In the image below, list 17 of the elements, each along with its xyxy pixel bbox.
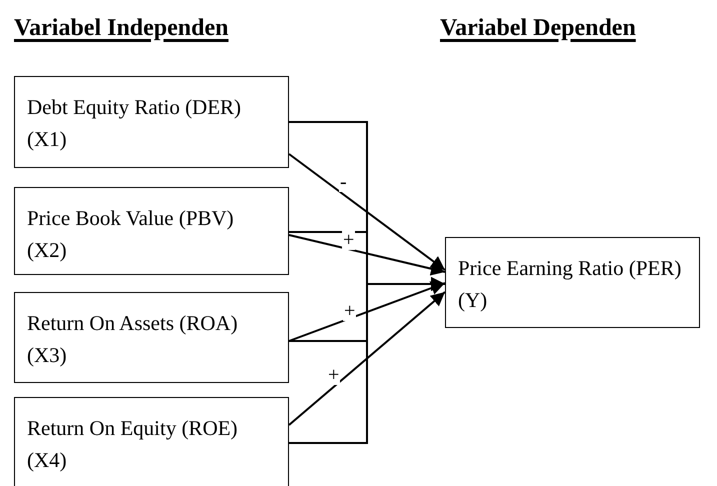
arrow xyxy=(289,277,445,444)
variable-box xyxy=(445,237,700,328)
arrow xyxy=(288,153,446,271)
arrow xyxy=(288,234,446,276)
variable-box xyxy=(14,292,289,383)
variable-box xyxy=(14,76,289,168)
variable-name: Debt Equity Ratio (DER) (X1) xyxy=(27,94,242,153)
variable-name: Return On Equity (ROE) (X4) xyxy=(27,415,239,474)
variable-name: Return On Assets (ROA) (X3) xyxy=(27,310,239,369)
arrow xyxy=(288,291,446,426)
heading: Variabel Independen xyxy=(14,14,228,42)
variable-name: Price Earning Ratio (PER) (Y) xyxy=(458,255,682,314)
heading: Variabel Dependen xyxy=(440,14,636,42)
variable-name: Price Book Value (PBV) (X2) xyxy=(27,205,235,264)
edge-label: + xyxy=(342,230,356,250)
variable-box xyxy=(14,187,289,275)
variable-box xyxy=(14,397,289,486)
